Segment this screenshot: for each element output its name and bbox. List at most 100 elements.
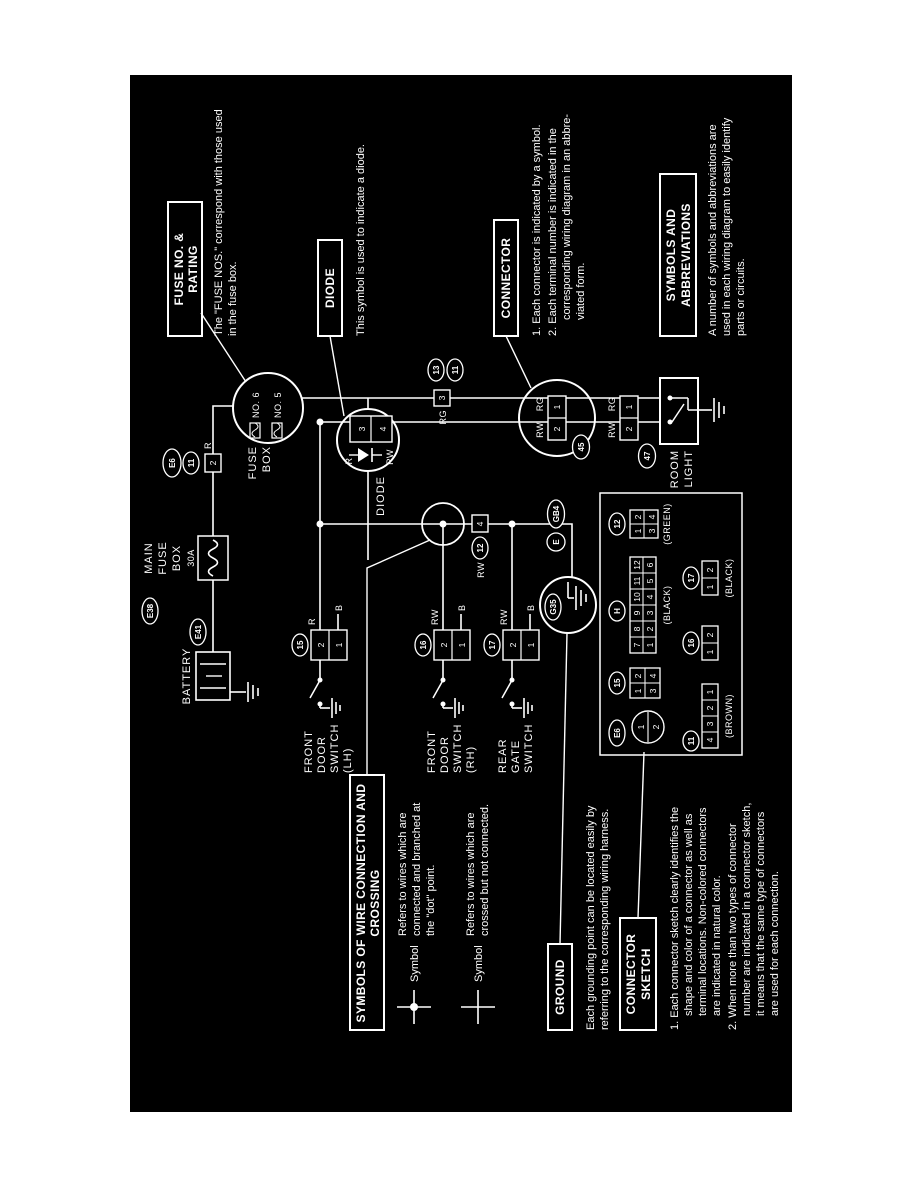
junction-dot-icon [439, 520, 447, 528]
callout-title-box [167, 201, 203, 337]
wire-color-label: B [526, 604, 536, 611]
crossed-wires-icon [461, 990, 495, 1024]
diode-callout: DIODE This symbol is used to indicate a … [317, 144, 367, 417]
connector-number: H [613, 608, 622, 614]
pin-number: 2 [651, 724, 661, 729]
pin-number: 1 [633, 688, 643, 693]
terminal-box [471, 514, 489, 533]
wire-connection-callout: SYMBOLS OF WIRE CONNECTION AND CROSSING … [349, 539, 495, 1031]
pin-number: 2 [633, 673, 643, 678]
connector-oval [608, 719, 626, 747]
fuse-box-circle [232, 372, 304, 444]
callout-title: SKETCH [639, 948, 653, 1000]
connector-oval [414, 633, 432, 657]
diode-label: DIODE [375, 476, 387, 516]
callout-title: RATING [186, 245, 200, 293]
ground-circle [539, 576, 597, 634]
callout-title: GROUND [553, 959, 567, 1015]
terminal-number: 1 [552, 404, 562, 409]
connector-47: RW RG 2 1 47 [607, 395, 657, 469]
connector-oval [546, 499, 566, 529]
pin-number: 2 [645, 626, 655, 631]
connector-circle [518, 379, 596, 457]
callout-title: ABBREVIATIONS [679, 203, 693, 307]
callout-note: 1. Each connector sketch clearly identif… [669, 807, 681, 1030]
callout-title: SYMBOLS AND [664, 209, 678, 302]
connector-sketch-callout: CONNECTOR SKETCH 1. Each connector sketc… [619, 751, 781, 1031]
connector-color-label: (GREEN) [662, 503, 672, 545]
callout-note: connected and branched at [411, 803, 423, 936]
terminal-number: 3 [437, 395, 447, 400]
battery: BATTERY E41 [181, 618, 259, 704]
callout-note: Each grounding point can be located easi… [585, 805, 597, 1030]
connector-oval [141, 597, 159, 625]
wire-color-label: B [457, 604, 467, 611]
pin-number: 3 [705, 721, 715, 726]
switch-label: (RH) [465, 746, 477, 773]
terminal-number: 2 [208, 460, 218, 465]
pin-number: 1 [705, 584, 715, 589]
inline-connector-rg: RG 3 13 11 [427, 358, 464, 425]
switch-icon [667, 395, 698, 425]
fuse-callout: FUSE NO. & RATING The "FUSE NOS." corres… [167, 109, 247, 383]
connector-number: 15 [296, 640, 305, 649]
callout-note: the "dot" point. [425, 865, 437, 936]
callout-title-box [547, 943, 573, 1031]
callout-note: A number of symbols and abbreviations ar… [707, 124, 719, 336]
battery-wire [212, 405, 236, 454]
pin-number: 8 [632, 626, 642, 631]
wire-color-label: RW [535, 422, 545, 438]
fuse-box: NO. 6 NO. 5 FUSE BOX [232, 372, 304, 479]
diode-icon [349, 448, 382, 462]
connector-oval [446, 358, 464, 382]
pin-number: 3 [645, 610, 655, 615]
fuse-box-label: FUSE [247, 446, 259, 479]
branch-wire [320, 523, 573, 577]
connector-oval [608, 600, 626, 622]
pin-number: 3 [648, 688, 658, 693]
main-fuse-box-label: FUSE [157, 541, 169, 574]
callout-title: CROSSING [368, 869, 382, 936]
callout-note: terminal locations. Non-colored connecto… [697, 807, 709, 1016]
connector-number: 11 [451, 365, 460, 374]
wire-color-label: RW [476, 562, 486, 578]
connector-number: E6 [613, 728, 622, 738]
terminal-number: 2 [552, 426, 562, 431]
ground-code: E [552, 539, 561, 545]
diode-example: 3 4 R RW DIODE [336, 408, 400, 516]
switch-label: SWITCH [329, 724, 341, 773]
fuse-number: NO. 5 [273, 392, 283, 418]
connector-number: 45 [577, 442, 586, 451]
junction-dot-icon [316, 418, 324, 426]
callout-title: FUSE NO. & [172, 233, 186, 306]
callout-note: it means that the same type of connector… [755, 811, 767, 1016]
connector-oval [427, 358, 445, 382]
fuse-element-icon [207, 539, 219, 577]
switch-label: DOOR [316, 736, 328, 773]
connector-color-label: (BROWN) [724, 694, 734, 738]
connector-oval [162, 448, 182, 478]
callout-note: are indicated in natural color. [711, 875, 723, 1016]
inline-connector-branch: RW 12 4 [471, 514, 489, 578]
front-door-switch-rh: FRONT DOOR SWITCH (RH) 1 [414, 604, 477, 773]
pin-number: 4 [647, 514, 657, 519]
switch-label: (LH) [342, 748, 354, 773]
callout-title-box [619, 917, 657, 1031]
connector-oval [608, 512, 626, 536]
ground-example: G35 E GB4 [539, 499, 597, 634]
terminal-number: 4 [475, 521, 485, 526]
terminal-number: 3 [357, 426, 367, 431]
callout-note: Refers to wires which are [465, 813, 477, 937]
fuse-rating: 30A [186, 549, 196, 567]
callout-note: 2. When more than two types of connector [727, 823, 739, 1030]
connector-number: 13 [432, 365, 441, 374]
terminal-number: 1 [624, 404, 634, 409]
terminal-number: 4 [378, 426, 388, 431]
connector-color-label: (BLACK) [662, 585, 672, 624]
connector-oval [682, 566, 700, 590]
connector-oval [471, 536, 489, 560]
connector-number: 12 [613, 519, 622, 528]
